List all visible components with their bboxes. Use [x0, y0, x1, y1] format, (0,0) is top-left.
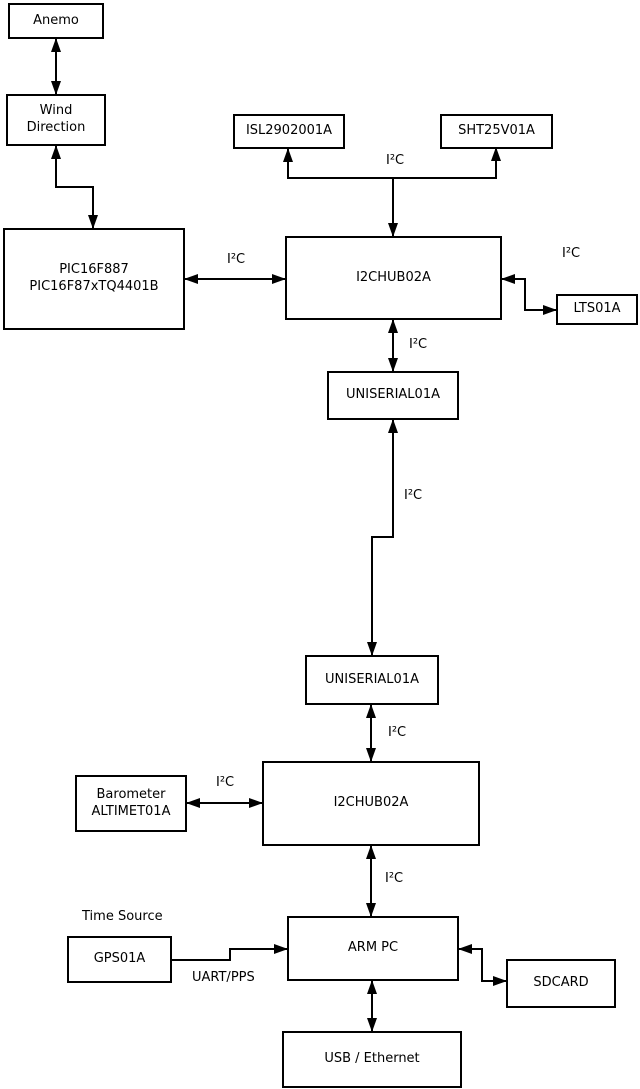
- edge-label-i2c-uniserial2-hub2: I²C: [388, 725, 407, 740]
- node-lts01a: LTS01A: [556, 294, 638, 325]
- edge-label-i2c-barometer-hub2: I²C: [216, 775, 235, 790]
- edge-label-i2c-hub1-uniserial1: I²C: [409, 337, 428, 352]
- edge-armpc-sdcard: [458, 944, 507, 986]
- edge-wind-pic: [51, 145, 98, 229]
- edge-label-time-source: Time Source: [82, 909, 163, 924]
- node-anemometer: Anemo: [8, 3, 104, 39]
- edge-label-uart-pps: UART/PPS: [192, 970, 255, 985]
- node-uniserial01a-upper: UNISERIAL01A: [327, 371, 459, 420]
- node-arm-pc: ARM PC: [287, 916, 459, 981]
- node-i2chub02a-lower: I2CHUB02A: [262, 761, 480, 846]
- edge-label-i2c-hub1-lts: I²C: [562, 246, 581, 261]
- node-sdcard: SDCARD: [506, 959, 616, 1008]
- node-gps01a: GPS01A: [67, 936, 172, 983]
- node-i2chub02a-upper: I2CHUB02A: [285, 236, 502, 320]
- edge-label-i2c-pic-hub1: I²C: [227, 252, 246, 267]
- edge-gps-armpc: [172, 944, 288, 961]
- edge-label-i2c-hub2-armpc: I²C: [385, 871, 404, 886]
- edge-hub1-lts: [501, 274, 557, 315]
- node-usb-ethernet: USB / Ethernet: [282, 1031, 462, 1088]
- edge-label-i2c-uniserial-link: I²C: [404, 488, 423, 503]
- node-pic-microcontroller: PIC16F887 PIC16F87xTQ4401B: [3, 228, 185, 330]
- node-wind-direction: Wind Direction: [6, 94, 106, 146]
- node-barometer-altimet01a: Barometer ALTIMET01A: [75, 775, 187, 832]
- edge-uniserial1-uniserial2: [367, 419, 398, 656]
- node-uniserial01a-lower: UNISERIAL01A: [305, 655, 439, 705]
- edge-label-i2c-sensor-bus: I²C: [386, 153, 405, 168]
- node-sht25v01a: SHT25V01A: [440, 114, 553, 149]
- node-isl2902001a: ISL2902001A: [233, 114, 345, 149]
